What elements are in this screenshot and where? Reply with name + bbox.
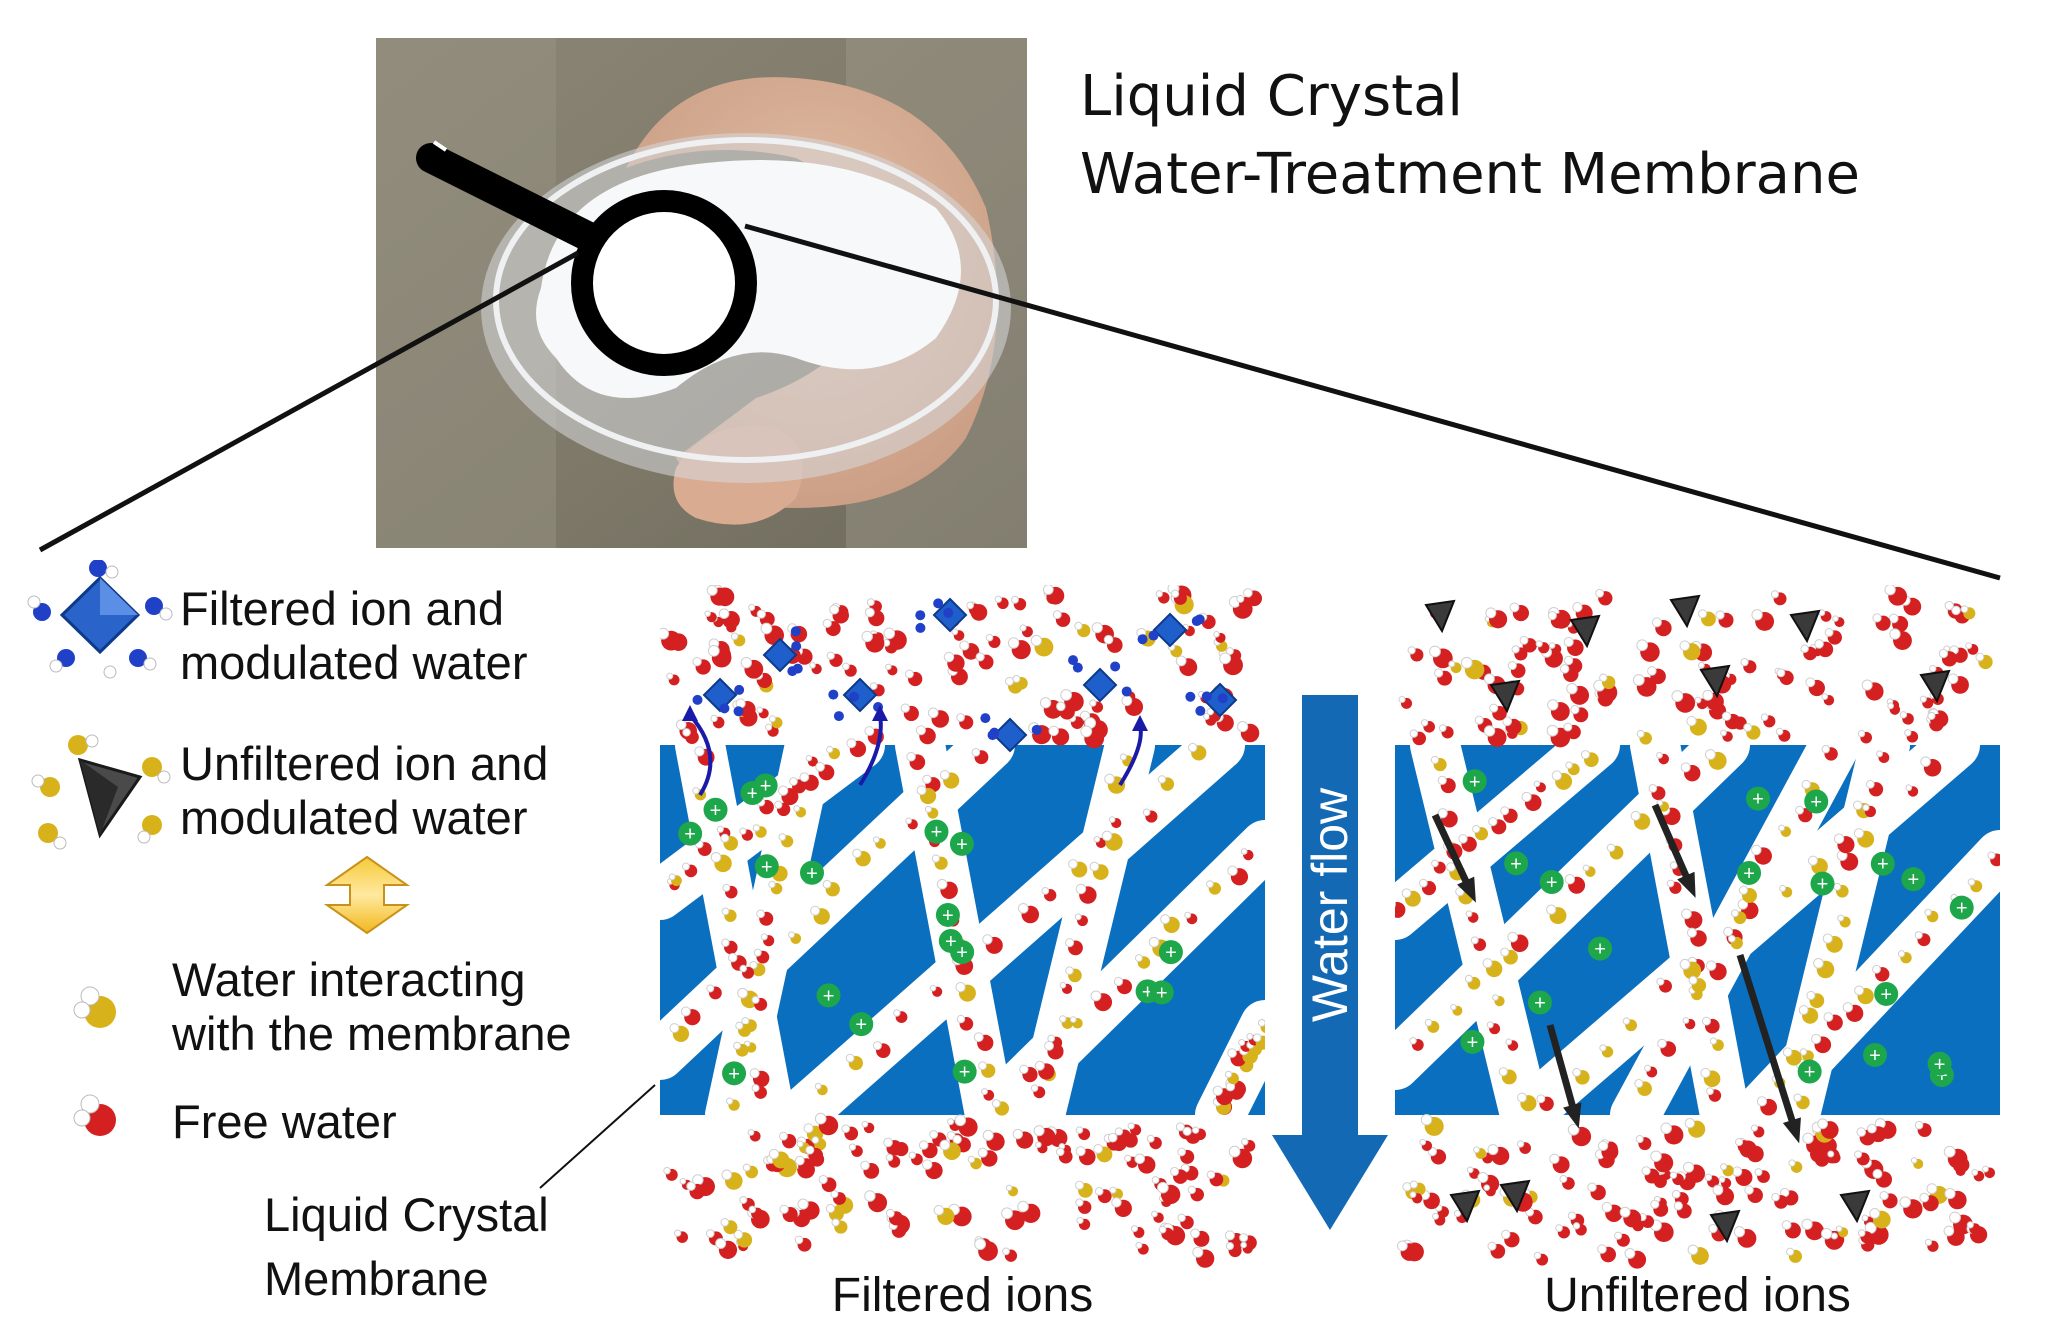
svg-text:+: + <box>1934 1054 1946 1076</box>
svg-text:+: + <box>931 822 943 844</box>
svg-text:+: + <box>1467 1032 1479 1054</box>
svg-text:+: + <box>1165 942 1177 964</box>
figure-title: Liquid Crystal Water-Treatment Membrane <box>1080 58 1860 214</box>
legend-unfiltered-label: Unfiltered ion and modulated water <box>180 737 548 845</box>
svg-text:+: + <box>710 800 722 822</box>
legend-filtered-line-1: Filtered ion and <box>180 582 504 635</box>
exchange-arrow-icon <box>323 855 411 935</box>
legend-icons <box>20 560 200 870</box>
filtered-caption: Filtered ions <box>831 1269 1094 1322</box>
svg-text:+: + <box>760 775 772 797</box>
svg-text:+: + <box>959 1062 971 1084</box>
legend-unfiltered-line-2: modulated water <box>180 791 528 844</box>
svg-text:+: + <box>684 824 696 846</box>
svg-text:+: + <box>855 1014 867 1036</box>
svg-text:+: + <box>761 856 773 878</box>
svg-text:+: + <box>1752 789 1764 811</box>
svg-text:+: + <box>956 942 968 964</box>
svg-text:+: + <box>823 985 835 1007</box>
svg-text:+: + <box>1156 982 1168 1004</box>
svg-text:+: + <box>806 863 818 885</box>
title-line-1: Liquid Crystal <box>1080 64 1463 129</box>
svg-text:+: + <box>1142 981 1154 1003</box>
legend-unfiltered-line-1: Unfiltered ion and <box>180 737 549 790</box>
svg-text:+: + <box>1877 854 1889 876</box>
svg-text:+: + <box>1817 874 1829 896</box>
svg-text:+: + <box>1956 898 1968 920</box>
legend-free-label: Free water <box>172 1095 397 1149</box>
legend-water-icons <box>73 986 116 1136</box>
svg-text:+: + <box>1546 872 1558 894</box>
water-flow-arrow <box>1272 695 1388 1230</box>
title-line-2: Water-Treatment Membrane <box>1080 142 1860 207</box>
unfiltered-ion-icon <box>31 734 171 850</box>
unfiltered-caption: Unfiltered ions <box>1544 1269 1851 1322</box>
svg-text:+: + <box>1804 1062 1816 1084</box>
svg-text:+: + <box>1469 771 1481 793</box>
svg-text:+: + <box>1869 1045 1881 1067</box>
svg-text:+: + <box>728 1063 740 1085</box>
legend-free-line-1: Free water <box>172 1095 397 1148</box>
exchange-arrow-icon <box>20 860 200 870</box>
filtered-ion-icon <box>27 560 173 679</box>
unfiltered-panel-diagram: ++++++++++++++++++ <box>1395 585 2000 1270</box>
membrane-label-line-2: Membrane <box>264 1252 489 1305</box>
svg-text:+: + <box>1534 992 1546 1014</box>
svg-text:+: + <box>1810 792 1822 814</box>
svg-text:+: + <box>1743 863 1755 885</box>
membrane-label-line-1: Liquid Crystal <box>264 1188 549 1241</box>
water-flow-label: Water flow <box>1302 787 1358 1023</box>
svg-text:+: + <box>1880 984 1892 1006</box>
svg-text:+: + <box>1510 853 1522 875</box>
svg-text:+: + <box>747 783 759 805</box>
svg-text:+: + <box>945 931 957 953</box>
svg-text:+: + <box>956 834 968 856</box>
free-water-icon <box>73 1094 116 1136</box>
legend-filtered-line-2: modulated water <box>180 636 528 689</box>
svg-text:+: + <box>1594 939 1606 961</box>
svg-text:+: + <box>942 905 954 927</box>
legend-interacting-line-1: Water interacting <box>172 953 526 1006</box>
interacting-water-icon <box>73 986 116 1028</box>
legend-interacting-line-2: with the membrane <box>172 1007 572 1060</box>
membrane-photo <box>376 38 1027 548</box>
svg-text:+: + <box>1907 869 1919 891</box>
legend-interacting-label: Water interacting with the membrane <box>172 953 572 1061</box>
unfiltered-panel: ++++++++++++++++++ <box>1395 585 2000 1270</box>
filtered-panel: ++++++++++++++++++ <box>660 585 1265 1270</box>
membrane-label: Liquid Crystal Membrane <box>264 1183 549 1311</box>
svg-text:+: + <box>1936 1065 1948 1087</box>
legend-filtered-label: Filtered ion and modulated water <box>180 582 527 690</box>
filtered-panel-diagram: ++++++++++++++++++ <box>660 585 1265 1270</box>
